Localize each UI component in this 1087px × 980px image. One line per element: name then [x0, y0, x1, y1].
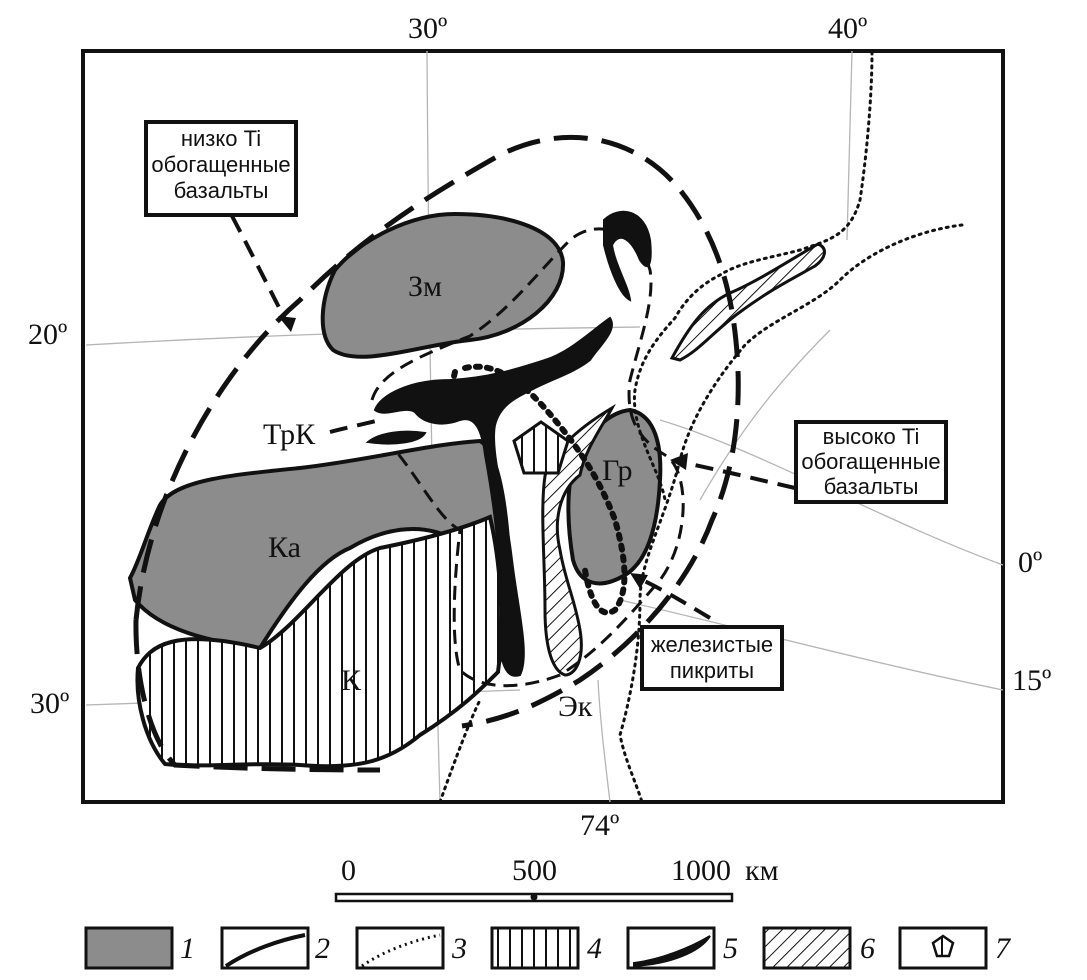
scale-bar: 0 500 1000 км [334, 854, 779, 903]
scale-label-1000: 1000 [671, 854, 731, 887]
legend-item-6: 6 [762, 926, 875, 970]
region-k [135, 514, 504, 769]
pentagon-marker [512, 420, 570, 475]
region-ne-strip [669, 242, 826, 362]
legend: 1 2 3 4 5 6 7 [84, 926, 1012, 970]
callout-ferro-line1: железистые [651, 632, 773, 657]
callout-low-ti-line3: базальты [174, 178, 269, 203]
region-ek [541, 403, 616, 677]
callout-ferro-picrites: железистые пикриты [640, 625, 784, 691]
label-gr: Гр [602, 454, 632, 487]
scale-label-500: 500 [512, 854, 557, 887]
callout-high-ti-line3: базальты [824, 474, 919, 499]
legend-num-4: 4 [587, 932, 602, 965]
legend-item-7: 7 [898, 926, 1012, 970]
label-zm: Зм [408, 270, 442, 303]
callout-low-ti-line1: низко Ti [181, 126, 261, 151]
callout-arrows [230, 215, 796, 620]
coord-left-20: 20º [28, 318, 67, 351]
thin-dashed-boundary [370, 227, 685, 688]
legend-item-1: 1 [84, 926, 195, 970]
dashed-boundaries [133, 134, 741, 773]
callout-low-ti-line2: обогащенные [151, 152, 290, 177]
coord-top-40: 40º [828, 12, 867, 45]
coord-left-30: 30º [30, 687, 69, 720]
label-k: К [341, 664, 362, 697]
legend-num-2: 2 [315, 932, 330, 965]
legend-num-1: 1 [180, 932, 195, 965]
coord-right-0: 0º [1018, 546, 1042, 579]
region-zm [320, 211, 566, 359]
callout-ferro-line2: пикриты [670, 658, 754, 683]
label-trk: ТрК [263, 418, 316, 451]
coord-top-30: 30º [408, 12, 447, 45]
scale-unit: км [745, 854, 779, 887]
label-ka: Ка [268, 531, 301, 564]
legend-item-2: 2 [220, 926, 330, 970]
trap-bodies [365, 210, 652, 677]
label-ek: Эк [558, 690, 593, 723]
callout-high-ti: высоко Ti обогащенные базальты [794, 420, 948, 504]
coord-right-15: 15º [1012, 664, 1051, 697]
legend-item-5: 5 [626, 926, 738, 970]
arrow-heads [278, 316, 688, 589]
legend-num-5: 5 [723, 932, 738, 965]
thick-dotted-ring [450, 363, 628, 616]
legend-num-6: 6 [860, 932, 875, 965]
scale-label-0: 0 [341, 854, 356, 887]
legend-num-7: 7 [995, 932, 1012, 965]
callout-low-ti: низко Ti обогащенные базальты [144, 120, 298, 217]
coord-bottom-74: 74º [580, 809, 619, 842]
legend-item-3: 3 [355, 926, 467, 970]
callout-high-ti-line2: обогащенные [801, 449, 940, 474]
callout-high-ti-line1: высоко Ti [823, 424, 920, 449]
region-gr [566, 407, 663, 586]
legend-item-4: 4 [490, 926, 602, 970]
legend-num-3: 3 [451, 932, 467, 965]
